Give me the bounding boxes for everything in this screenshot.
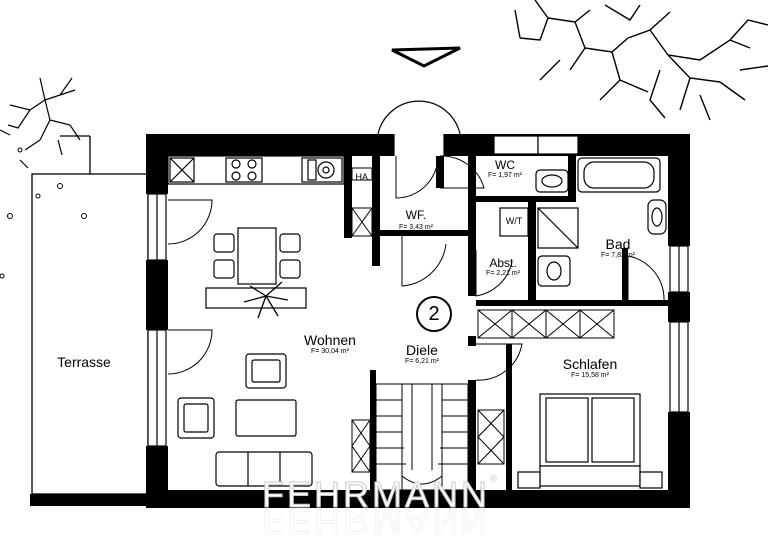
- unit-number-badge: 2: [416, 296, 452, 332]
- bad-area: F= 7,82 m²: [600, 252, 636, 259]
- diele-area: F= 6,21 m²: [404, 358, 440, 365]
- abst-area: F= 2,21 m²: [485, 270, 521, 277]
- wf-label: WF.: [405, 208, 427, 222]
- wohnen-area: F= 30,04 m²: [311, 348, 349, 355]
- wc-area: F= 1,97 m²: [487, 172, 523, 179]
- staircase: [375, 383, 469, 491]
- dining-table: [205, 227, 307, 309]
- diele-label: Diele: [406, 342, 438, 358]
- terrace-label: Terrasse: [57, 354, 111, 370]
- wohnen-label: Wohnen: [304, 332, 356, 348]
- interior-doors: [167, 155, 665, 381]
- ha-label: HA.: [355, 172, 371, 182]
- closets: [351, 167, 615, 473]
- windows: [147, 135, 689, 447]
- interior-walls: [344, 156, 668, 490]
- compass-arrow-icon: [391, 46, 461, 68]
- bed: [517, 393, 663, 489]
- watermark-text: FEHRMANN: [262, 474, 490, 516]
- abst-label: Abst.: [489, 256, 517, 270]
- wf-area: F= 3,43 m²: [398, 224, 434, 231]
- schlafen-area: F= 15,58 m²: [571, 372, 609, 379]
- wt-label: W/T: [505, 216, 523, 226]
- kitchen: [167, 155, 345, 185]
- bad-label: Bad: [605, 236, 631, 252]
- plant-icon: [243, 281, 289, 319]
- watermark-logo: FEHRMANN®: [262, 474, 500, 516]
- schlafen-label: Schlafen: [562, 356, 618, 372]
- living-furniture: [177, 353, 313, 487]
- entrance-door: [377, 100, 461, 156]
- bathroom-fixtures: [499, 157, 667, 287]
- wc-label: WC: [495, 158, 515, 172]
- tree-left-icon: [0, 77, 81, 169]
- tree-top-right-icon: [514, 0, 768, 121]
- terrace: [0, 135, 149, 495]
- exterior-walls: [30, 134, 690, 508]
- watermark-registered: ®: [490, 474, 501, 485]
- watermark-reflection: FEHRMANN: [262, 501, 491, 543]
